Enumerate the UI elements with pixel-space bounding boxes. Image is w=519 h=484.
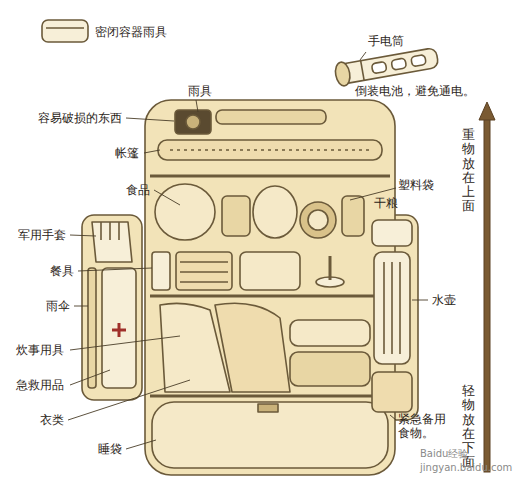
watermark: jingyan.baidu.com — [420, 462, 512, 474]
part-label: 餐具 — [50, 264, 74, 278]
part-label: 紧急备用 食物。 — [398, 412, 450, 441]
part-label: 容易破损的东西 — [38, 111, 122, 125]
part-label: 急救用品 — [16, 378, 64, 392]
part-label: 雨具 — [188, 84, 212, 98]
watermark: Baidu经验 — [420, 448, 468, 460]
part-label: 军用手套 — [18, 228, 66, 242]
part-label: 手电筒 — [368, 34, 404, 48]
part-label: 炊事用具 — [16, 343, 64, 357]
part-label: 衣类 — [40, 413, 64, 427]
part-label: 塑料袋 — [398, 178, 434, 192]
part-label: 食品 — [126, 183, 150, 197]
part-label: 帐篷 — [115, 146, 139, 160]
part-label: 倒装电池，避免通电。 — [355, 84, 475, 98]
part-label: 睡袋 — [98, 442, 122, 456]
part-label: 重物放在上面 — [462, 128, 475, 214]
part-label: 水壶 — [432, 293, 456, 307]
part-label: 雨伞 — [46, 299, 70, 313]
part-label: 密闭容器雨具 — [95, 25, 167, 39]
part-label: 干粮 — [374, 196, 398, 210]
